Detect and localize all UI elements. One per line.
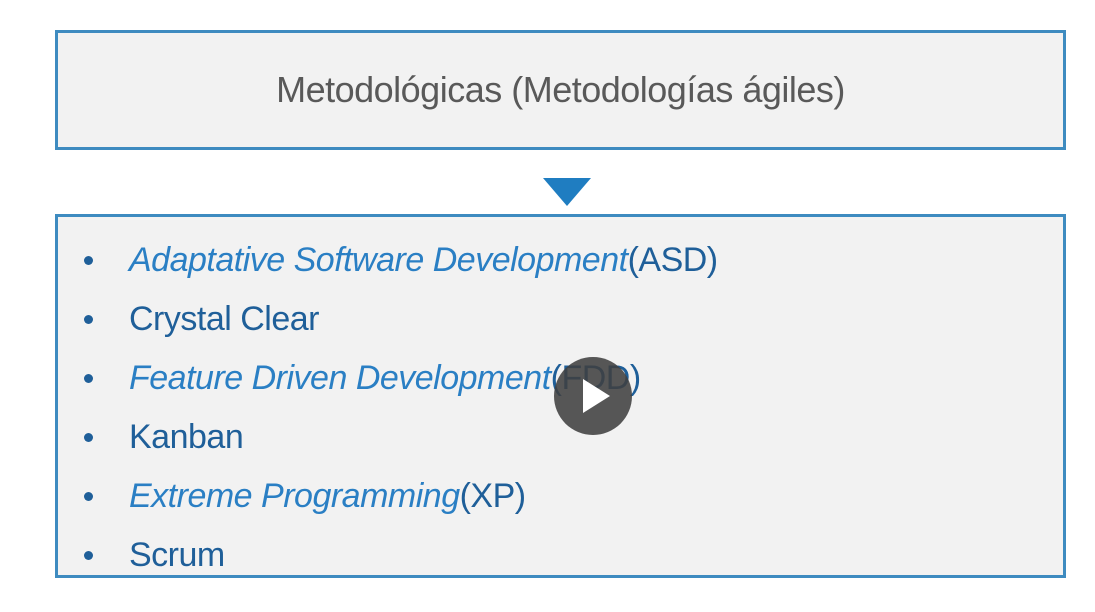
methodology-list-box: Adaptative Software Development (ASD) Cr… [55,214,1066,578]
methodology-abbr: (ASD) [627,241,719,279]
title-box: Metodológicas (Metodologías ágiles) [55,30,1066,150]
bullet-icon [84,374,93,383]
methodology-name: Extreme Programming [129,477,460,515]
bullet-icon [84,551,93,560]
bullet-icon [84,433,93,442]
bullet-icon [84,315,93,324]
list-item: Scrum [84,526,718,585]
play-button[interactable] [554,357,632,435]
methodology-name: Feature Driven Development [129,359,551,397]
list-item: Kanban [84,408,718,467]
methodology-name: Kanban [129,418,244,456]
down-arrow-icon [543,178,591,206]
list-item: Extreme Programming (XP) [84,467,718,526]
bullet-icon [84,256,93,265]
title-text: Metodológicas (Metodologías ágiles) [276,69,845,110]
bullet-icon [84,492,93,501]
list-item: Adaptative Software Development (ASD) [84,231,718,290]
methodology-list: Adaptative Software Development (ASD) Cr… [84,231,718,585]
methodology-abbr: (XP) [459,477,527,515]
methodology-name: Crystal Clear [129,300,319,338]
methodology-name: Adaptative Software Development [129,241,628,279]
play-icon [583,379,610,413]
list-item: Crystal Clear [84,290,718,349]
methodology-name: Scrum [129,536,225,574]
